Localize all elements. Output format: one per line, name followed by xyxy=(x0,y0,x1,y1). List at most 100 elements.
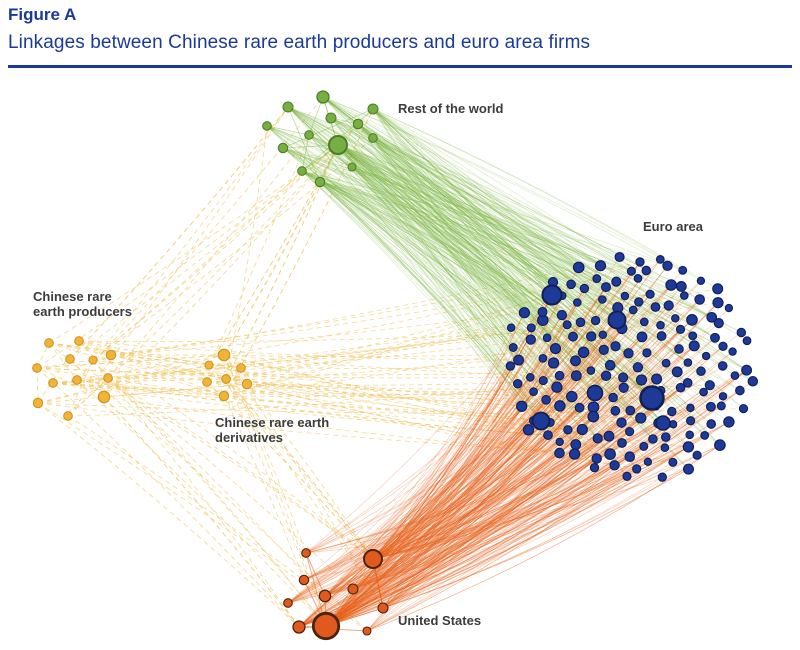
edge-rest_of_world-to-euro_area xyxy=(319,181,544,381)
edge-united_states-to-united_states xyxy=(298,558,374,628)
edge-rest_of_world-to-euro_area xyxy=(319,181,668,267)
euro_area-node xyxy=(639,441,649,451)
edge-rest_of_world-to-euro_area xyxy=(301,170,747,371)
edge-united_states-to-euro_area xyxy=(372,435,705,560)
edge-rest_of_world-to-euro_area xyxy=(372,137,579,268)
edge-rest_of_world-to-euro_area xyxy=(351,166,618,321)
euro_area-node xyxy=(660,443,670,453)
edge-rest_of_world-to-euro_area xyxy=(308,134,645,323)
edge-derivatives-to-rest_of_world xyxy=(223,181,321,356)
euro_area-node xyxy=(718,341,728,351)
edge-rest_of_world-to-euro_area xyxy=(308,134,704,393)
edge-rest_of_world-to-euro_area xyxy=(308,134,681,330)
edge-united_states-to-euro_area xyxy=(372,468,637,560)
edge-rest_of_world-to-euro_area xyxy=(357,123,628,477)
euro_area-node xyxy=(648,434,658,444)
edge-rest_of_world-to-euro_area xyxy=(301,170,622,423)
euro_area-node xyxy=(735,385,745,396)
edge-rest_of_world-to-euro_area xyxy=(287,106,682,287)
producers-node xyxy=(74,336,84,346)
euro_area-node xyxy=(655,255,665,264)
edge-rest_of_world-to-euro_area xyxy=(372,137,723,367)
producers-node xyxy=(105,349,117,361)
edge-derivatives-to-euro_area xyxy=(246,377,624,386)
edge-rest_of_world-to-euro_area xyxy=(337,144,736,376)
euro_area-node xyxy=(682,441,695,453)
edge-derivatives-to-euro_area xyxy=(225,327,512,380)
edge-united_states-to-euro_area xyxy=(325,383,518,627)
edge-united_states-to-euro_area xyxy=(325,351,733,627)
cluster-label-text: United States xyxy=(398,613,482,628)
edge-rest_of_world-to-euro_area xyxy=(357,123,596,394)
edge-rest_of_world-to-euro_area xyxy=(330,117,724,397)
euro_area-node xyxy=(705,401,716,412)
edge-derivatives-to-rest_of_world xyxy=(223,108,374,397)
edge-united_states-to-euro_area xyxy=(325,352,584,627)
edge-united_states-to-euro_area xyxy=(352,362,667,590)
euro_area-node xyxy=(575,317,586,328)
edge-united_states-to-euro_area xyxy=(325,406,712,627)
euro_area-node xyxy=(541,284,563,306)
edge-rest_of_world-to-euro_area xyxy=(301,170,542,422)
edge-rest_of_world-to-euro_area xyxy=(337,144,712,425)
edge-rest_of_world-to-euro_area xyxy=(357,123,601,266)
edge-rest_of_world-to-euro_area xyxy=(351,166,596,394)
cluster-label-text: earth producers xyxy=(33,304,132,319)
edge-united_states-to-euro_area xyxy=(325,294,553,627)
euro_area-node xyxy=(656,320,665,330)
edge-united_states-to-euro_area xyxy=(372,468,637,560)
edge-united_states-to-euro_area xyxy=(382,444,577,609)
edge-united_states-to-euro_area xyxy=(325,294,553,627)
edge-united_states-to-euro_area xyxy=(382,416,594,609)
euro_area-node xyxy=(541,394,551,405)
edge-united_states-to-euro_area xyxy=(325,346,724,627)
edge-united_states-to-euro_area xyxy=(305,270,632,554)
edge-rest_of_world-to-euro_area xyxy=(357,123,637,470)
cluster-label-text: Chinese rare earth xyxy=(215,415,330,430)
edge-united_states-to-euro_area xyxy=(303,280,702,581)
edge-producers-to-united_states xyxy=(107,377,374,560)
edge-united_states-to-euro_area xyxy=(372,355,707,560)
united_states-node xyxy=(318,589,332,603)
edge-rest_of_world-to-euro_area xyxy=(266,125,592,337)
figure-label: Figure A xyxy=(8,5,77,24)
edge-producers-to-united_states xyxy=(107,377,354,590)
edge-rest_of_world-to-euro_area xyxy=(322,96,664,424)
edge-rest_of_world-to-euro_area xyxy=(337,144,649,463)
edge-rest_of_world-to-euro_area xyxy=(319,181,607,377)
euro_area-node xyxy=(592,274,602,284)
edge-united_states-to-euro_area xyxy=(287,328,623,604)
edge-united_states-to-euro_area xyxy=(287,370,592,604)
edge-united_states-to-euro_area xyxy=(324,324,568,597)
edge-producers-to-euro_area xyxy=(110,261,641,356)
edge-united_states-to-euro_area xyxy=(298,405,722,628)
edge-rest_of_world-to-euro_area xyxy=(372,137,529,430)
edge-rest_of_world-to-euro_area xyxy=(282,147,618,321)
euro_area-node xyxy=(688,340,700,352)
edge-united_states-to-euro_area xyxy=(372,369,747,560)
edge-united_states-to-euro_area xyxy=(325,288,585,627)
edge-united_states-to-euro_area xyxy=(382,367,639,609)
edge-rest_of_world-to-euro_area xyxy=(337,144,632,272)
edge-united_states-to-euro_area xyxy=(325,434,549,627)
euro_area-node xyxy=(643,457,653,466)
edge-derivatives-to-united_states xyxy=(206,381,374,560)
edge-united_states-to-euro_area xyxy=(305,467,595,554)
edge-united_states-to-euro_area xyxy=(372,352,648,560)
edge-united_states-to-euro_area xyxy=(372,348,556,560)
edge-producers-to-derivatives xyxy=(37,364,210,404)
euro_area-node xyxy=(617,438,627,448)
edge-rest_of_world-to-euro_area xyxy=(319,181,579,268)
edge-united_states-to-euro_area xyxy=(325,256,620,627)
edge-rest_of_world-to-euro_area xyxy=(337,144,666,448)
edge-rest_of_world-to-euro_area xyxy=(337,144,544,321)
edge-united_states-to-euro_area xyxy=(325,265,601,627)
edge-rest_of_world-to-euro_area xyxy=(351,166,642,419)
edge-united_states-to-euro_area xyxy=(325,438,598,627)
edge-derivatives-to-united_states xyxy=(223,354,327,627)
edge-producers-to-euro_area xyxy=(92,267,579,361)
edge-united_states-to-euro_area xyxy=(298,406,522,628)
euro_area-node xyxy=(618,382,629,393)
rest_of_world-node xyxy=(347,162,357,172)
edge-rest_of_world-to-euro_area xyxy=(337,144,549,436)
